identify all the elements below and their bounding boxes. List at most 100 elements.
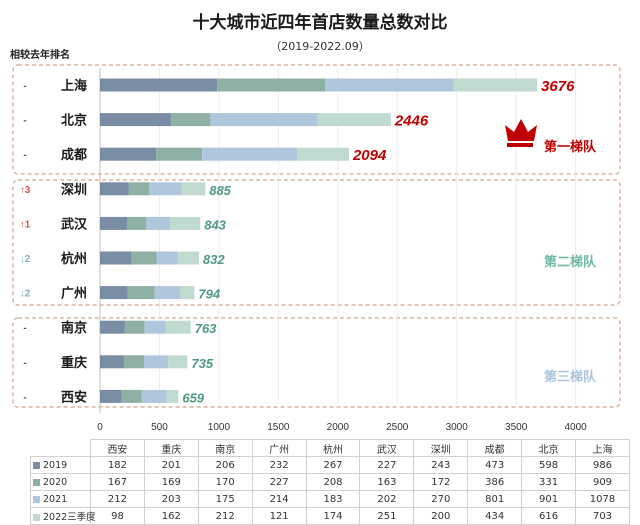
table-cell: 386 <box>467 473 523 491</box>
table-cell: 202 <box>359 490 415 508</box>
bar-segment <box>168 355 188 369</box>
table-cell: 227 <box>359 456 415 474</box>
bar-segment <box>453 78 538 92</box>
bar-segment <box>100 320 125 334</box>
table-cell: 616 <box>521 507 577 525</box>
legend-swatch <box>33 478 40 486</box>
bar-segment <box>121 389 142 403</box>
x-tick-label: 3500 <box>505 422 528 433</box>
city-label: 南京 <box>61 320 87 336</box>
bar-segment <box>100 286 128 300</box>
city-label: 上海 <box>61 78 87 94</box>
table-column-header: 重庆 <box>143 439 199 457</box>
bar-segment <box>325 78 454 92</box>
table-column-header: 西安 <box>90 439 145 457</box>
tier-label: 第三梯队 <box>544 369 597 385</box>
table-row-header: 2022三季度 <box>30 507 96 525</box>
tier-label: 第一梯队 <box>544 139 597 155</box>
table-corner <box>30 439 91 457</box>
legend-swatch <box>33 514 40 521</box>
bar-segment <box>180 286 195 300</box>
table-cell: 170 <box>197 473 253 491</box>
tier-frame-3 <box>12 317 621 408</box>
bar-segment <box>166 389 179 403</box>
total-label: 794 <box>198 287 220 302</box>
city-label: 西安 <box>61 389 87 405</box>
bar-segment <box>210 113 318 127</box>
city-label: 成都 <box>61 147 87 163</box>
table-cell: 232 <box>251 456 307 474</box>
total-label: 763 <box>195 321 217 336</box>
legend-swatch <box>33 461 40 469</box>
bar-segment <box>156 147 203 161</box>
bar-segment <box>100 147 157 161</box>
table-column-header: 武汉 <box>359 439 415 457</box>
bar-segment <box>154 286 181 300</box>
x-tick-label: 4000 <box>564 422 587 433</box>
total-label: 659 <box>182 390 204 405</box>
tier-label: 第二梯队 <box>544 254 597 270</box>
total-label: 735 <box>191 356 213 371</box>
table-cell: 214 <box>251 490 307 508</box>
crown-icon <box>505 119 537 141</box>
table-cell: 121 <box>251 507 307 525</box>
bar-segment <box>144 320 166 334</box>
table-column-header: 北京 <box>521 439 577 457</box>
tier-frame-1 <box>12 64 621 175</box>
table-row-header: 2020 <box>30 473 91 491</box>
bar-segment <box>100 182 129 196</box>
table-column-header: 上海 <box>575 439 630 457</box>
x-tick-label: 2000 <box>327 422 350 433</box>
table-cell: 175 <box>197 490 253 508</box>
x-tick-label: 0 <box>97 422 103 433</box>
table-cell: 801 <box>467 490 523 508</box>
table-cell: 208 <box>305 473 361 491</box>
table-cell: 200 <box>413 507 469 525</box>
bar-segment <box>143 355 169 369</box>
table-cell: 212 <box>90 490 145 508</box>
table-cell: 201 <box>143 456 199 474</box>
total-label: 832 <box>203 252 225 267</box>
crown-base <box>507 143 533 147</box>
table-cell: 901 <box>521 490 577 508</box>
rank-change: - <box>23 358 26 369</box>
table-cell: 434 <box>467 507 523 525</box>
bar-segment <box>181 182 206 196</box>
table-cell: 270 <box>413 490 469 508</box>
table-column-header: 广州 <box>251 439 307 457</box>
table-column-header: 深圳 <box>413 439 469 457</box>
rank-change: - <box>23 81 26 92</box>
table-cell: 243 <box>413 456 469 474</box>
bar-segment <box>149 182 182 196</box>
table-cell: 598 <box>521 456 577 474</box>
legend-swatch <box>33 495 40 503</box>
bar-segment <box>100 78 218 92</box>
data-table-header: 西安重庆南京广州杭州武汉深圳成都北京上海 <box>30 439 630 457</box>
total-label: 2094 <box>352 147 387 164</box>
total-label: 2446 <box>394 113 429 130</box>
rank-change: ↓2 <box>20 289 31 300</box>
table-cell: 251 <box>359 507 415 525</box>
city-label: 深圳 <box>61 182 87 198</box>
bar-segment <box>317 113 391 127</box>
table-column-header: 南京 <box>197 439 253 457</box>
table-cell: 172 <box>413 473 469 491</box>
bar-segment <box>297 147 349 161</box>
table-cell: 182 <box>90 456 145 474</box>
rank-change: ↑1 <box>20 219 31 230</box>
table-cell: 174 <box>305 507 361 525</box>
bar-segment <box>124 320 145 334</box>
bar-segment <box>128 182 150 196</box>
table-cell: 1078 <box>575 490 630 508</box>
rank-change: ↓2 <box>20 254 31 265</box>
bar-segment <box>100 355 124 369</box>
bar-segment <box>100 216 127 230</box>
table-cell: 203 <box>143 490 199 508</box>
rank-change: - <box>23 392 26 403</box>
table-cell: 212 <box>197 507 253 525</box>
table-cell: 169 <box>143 473 199 491</box>
table-cell: 206 <box>197 456 253 474</box>
